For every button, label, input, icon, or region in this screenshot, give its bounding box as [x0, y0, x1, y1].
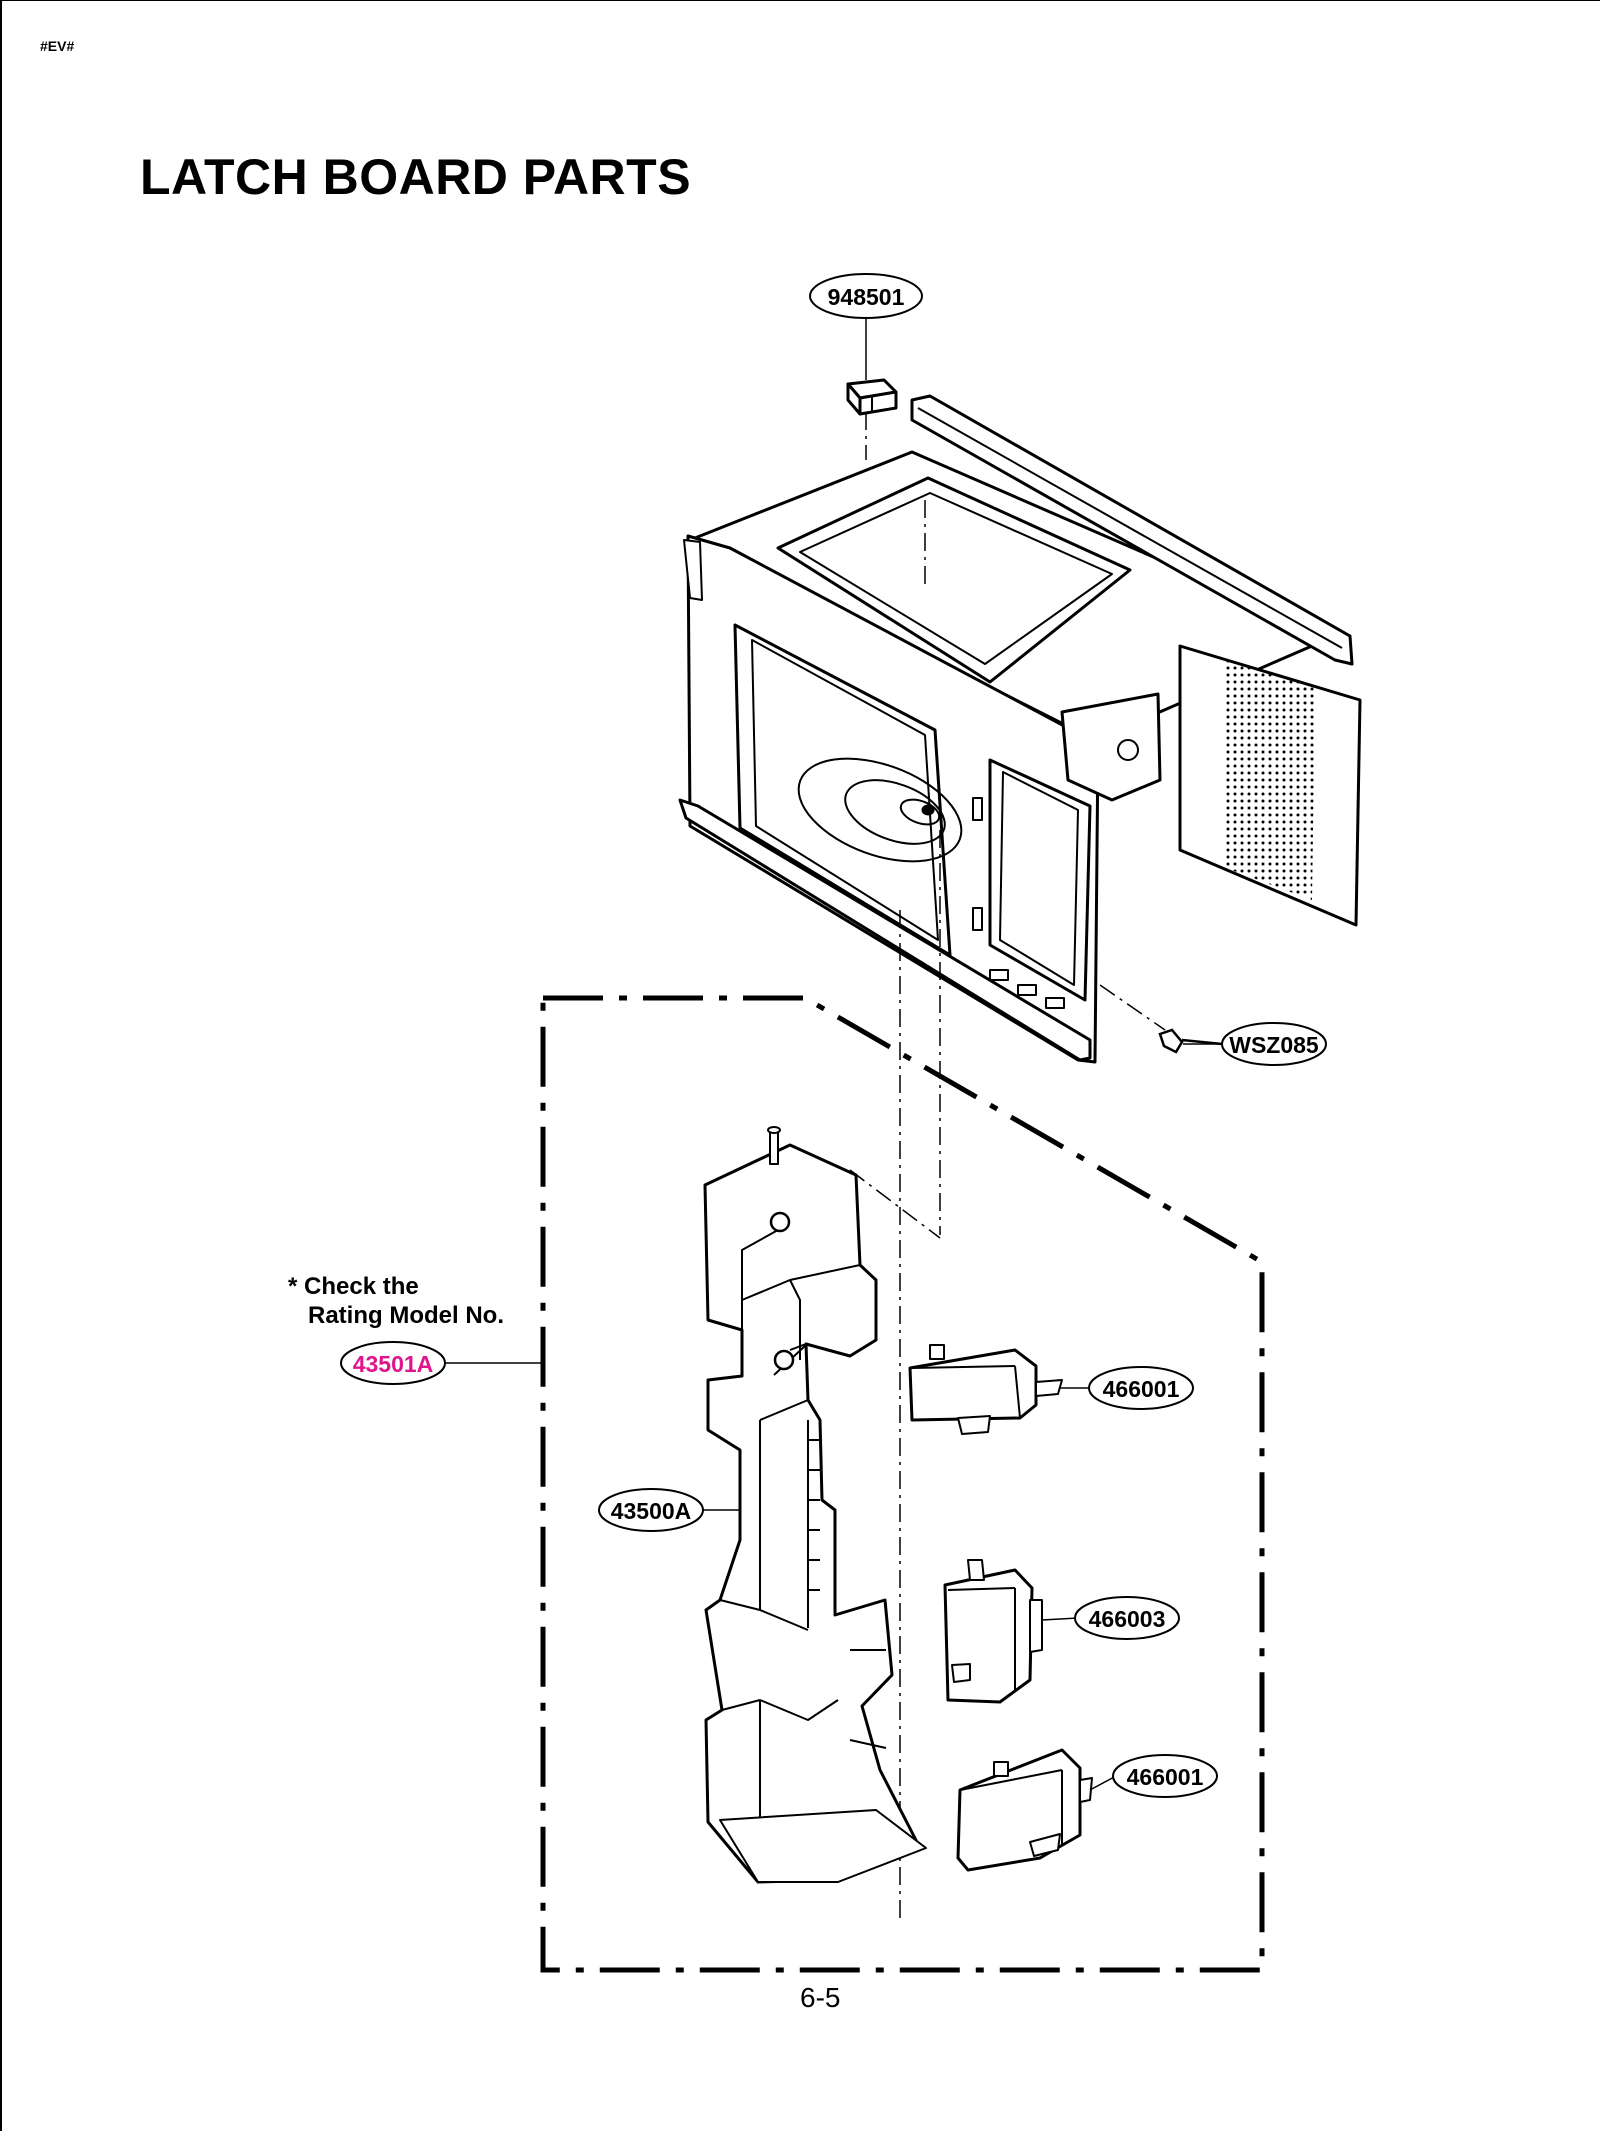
callout-466001-bottom — [1112, 1754, 1218, 1798]
callout-948501 — [809, 273, 923, 319]
rating-note-line1: * Check the — [288, 1273, 419, 1300]
label-wsz085: WSZ085 — [1229, 1032, 1319, 1058]
page-title: LATCH BOARD PARTS — [140, 149, 692, 205]
header-code: #EV# — [40, 38, 75, 54]
part-948501-block — [846, 378, 898, 416]
alignment-lines — [849, 412, 1166, 1920]
callout-466001-top — [1088, 1366, 1194, 1410]
latch-board-43500a — [703, 1126, 927, 1884]
rating-note-line2: Rating Model No. — [308, 1302, 504, 1329]
label-948501: 948501 — [828, 284, 905, 310]
callout-43501a — [340, 1341, 446, 1385]
callout-wsz085 — [1221, 1022, 1327, 1066]
rating-note: * Check the Rating Model No. — [288, 1272, 504, 1330]
page-number: 6-5 — [800, 1982, 841, 2013]
label-43500a: 43500A — [611, 1498, 692, 1524]
label-43501a: 43501A — [353, 1351, 434, 1377]
switch-466003 — [943, 1559, 1043, 1704]
label-466001-top: 466001 — [1103, 1376, 1180, 1402]
callout-43500a — [598, 1488, 704, 1532]
switch-466001-top — [908, 1344, 1063, 1435]
oven-cavity — [678, 394, 1362, 1064]
assembly-boundary — [540, 995, 1265, 1973]
switch-466001-bottom — [956, 1748, 1093, 1872]
callout-466003 — [1074, 1596, 1180, 1640]
label-466001-bottom: 466001 — [1127, 1764, 1204, 1790]
label-466003: 466003 — [1089, 1606, 1166, 1632]
mesh-panel — [1226, 660, 1315, 900]
screw-wsz085 — [1158, 1028, 1223, 1054]
